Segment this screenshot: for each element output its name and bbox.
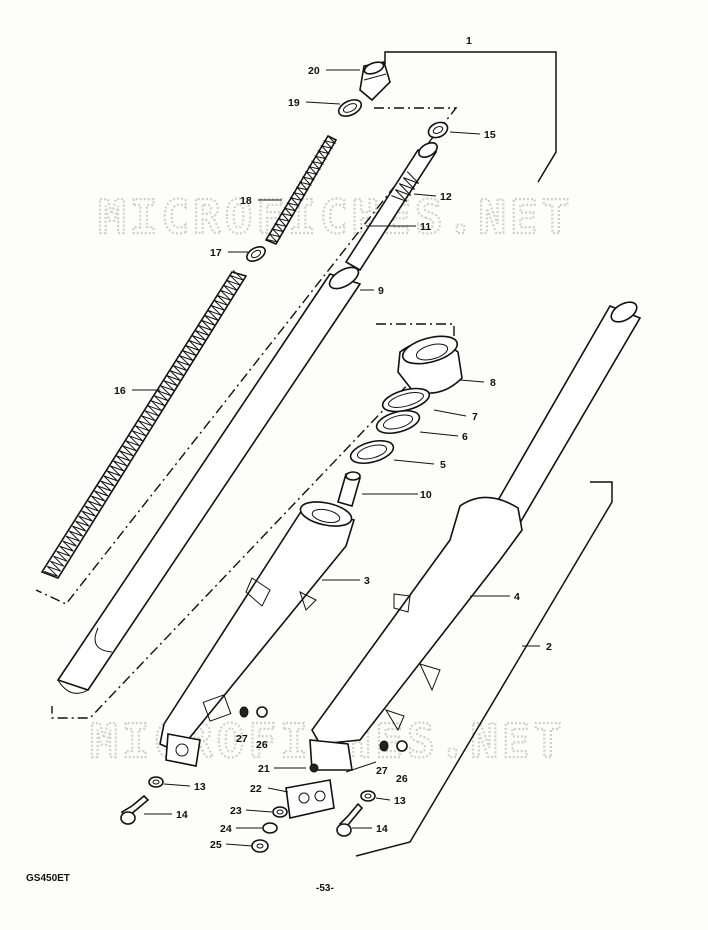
- callout-1: 1: [466, 35, 472, 47]
- callout-22: 22: [250, 783, 262, 795]
- stopper-ring-7: [381, 387, 431, 413]
- o-ring-19: [337, 99, 363, 117]
- callout-2: 2: [546, 641, 552, 653]
- callout-labels: 1 2 3 4 5 6 7 8 9 10 11 12 13 13 14 14 1…: [114, 35, 552, 851]
- callout-13-left: 13: [194, 781, 206, 793]
- group-bracket-inner-left-lower: [51, 323, 455, 719]
- callout-12: 12: [440, 191, 452, 203]
- callout-27-left: 27: [236, 733, 248, 745]
- ring-15: [427, 121, 449, 139]
- callout-23: 23: [230, 805, 242, 817]
- seal-spacer-5: [349, 439, 395, 465]
- callout-7: 7: [472, 411, 478, 423]
- group-bracket-inner-left: [35, 107, 458, 605]
- callout-17: 17: [210, 247, 222, 259]
- callout-5: 5: [440, 459, 446, 471]
- callout-4: 4: [514, 591, 520, 603]
- oil-lock-piece-10: [337, 471, 361, 507]
- washer-13-right: [360, 790, 376, 802]
- callout-6: 6: [462, 431, 468, 443]
- bolt-14-left: [120, 794, 150, 825]
- callout-13-right: 13: [394, 795, 406, 807]
- callout-8: 8: [490, 377, 496, 389]
- bolt-14-right: [336, 802, 364, 837]
- callout-11: 11: [420, 221, 431, 233]
- fork-spring-long: [40, 269, 248, 579]
- outer-tube-right-4: [309, 301, 642, 771]
- cap-bolt-20: [359, 61, 391, 102]
- callout-26-left: 26: [256, 739, 268, 751]
- cap-26-left: [256, 706, 268, 718]
- oil-seal-6: [375, 409, 421, 435]
- damper-rod-11: [344, 141, 438, 272]
- outer-tube-left-3: [159, 501, 356, 767]
- callout-15: 15: [484, 129, 496, 141]
- washer-23: [272, 806, 288, 818]
- nut-25: [251, 839, 269, 853]
- callout-18: 18: [240, 195, 252, 207]
- callout-19: 19: [288, 97, 300, 109]
- callout-14-left: 14: [176, 809, 188, 821]
- washer-13-left: [148, 776, 164, 788]
- leader-lines: [132, 69, 540, 847]
- callout-16: 16: [114, 385, 126, 397]
- callout-14-right: 14: [376, 823, 388, 835]
- callout-20: 20: [308, 65, 320, 77]
- callout-21: 21: [258, 763, 270, 775]
- callout-9: 9: [378, 285, 384, 297]
- callout-25: 25: [210, 839, 222, 851]
- fork-spring-short: [264, 134, 338, 246]
- dust-seal-8: [397, 335, 463, 394]
- callout-24: 24: [220, 823, 232, 835]
- bolt-27-right: [379, 740, 389, 752]
- inner-tube-9: [56, 266, 362, 694]
- group-bracket-1: [384, 51, 557, 183]
- spring-seat-17: [246, 245, 266, 263]
- callout-27-right: 27: [376, 765, 388, 777]
- callout-3: 3: [364, 575, 370, 587]
- bolt-27-left: [239, 706, 249, 718]
- watermark-top: MICROFICHES.NET: [98, 190, 573, 244]
- bolt-21: [309, 763, 319, 773]
- cap-26-right: [396, 740, 408, 752]
- page-number: -53-: [316, 883, 334, 894]
- callout-26-right: 26: [396, 773, 408, 785]
- group-bracket-2: [355, 481, 613, 857]
- model-code: GS450ET: [26, 873, 70, 884]
- spring-washer-24: [262, 822, 278, 834]
- axle-holder-22: [285, 779, 335, 819]
- callout-10: 10: [420, 489, 432, 501]
